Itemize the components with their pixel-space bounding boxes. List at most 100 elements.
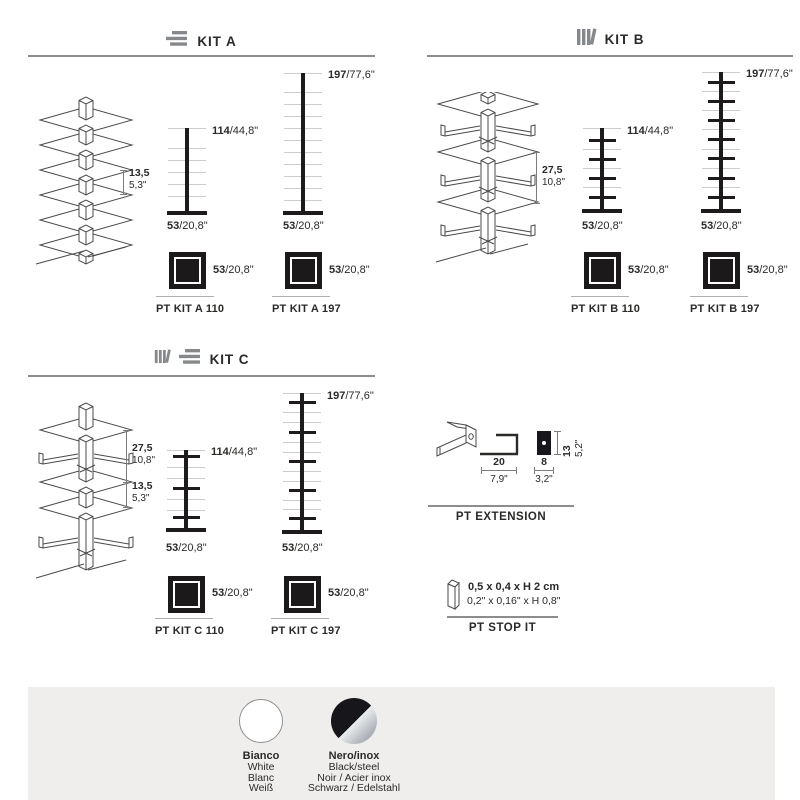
plate-size-label: 53/20,8" (747, 264, 788, 276)
extension-depth-in: 3,2" (535, 474, 553, 485)
product-name-rule (272, 296, 330, 297)
extension-width-in: 7,9" (490, 474, 508, 485)
extension-hole (542, 441, 546, 445)
kit-b-header: KIT B (427, 27, 793, 51)
plate-size-label: 53/20,8" (212, 587, 253, 599)
extension-height-dimension-line (554, 431, 561, 455)
product-name-rule (155, 618, 213, 619)
kit-c-header: KIT C (28, 347, 375, 371)
finish-translation: Schwarz / Edelstahl (307, 782, 401, 795)
product-name: PT KIT B 110 (571, 303, 641, 315)
pole-diagram-kit-b-197 (701, 72, 741, 213)
extension-profile-drawing (477, 429, 521, 464)
product-name-rule (690, 296, 748, 297)
kit-a-isometric-drawing (26, 94, 161, 274)
stacked-shelves-icon-small (178, 348, 203, 370)
kit-a-gap-cm: 13,5 (129, 167, 150, 179)
finish-label-bianco: Bianco White Blanc Weiß (211, 751, 311, 794)
base-plate-top-view (284, 576, 321, 613)
books-icon (576, 27, 598, 52)
finishes-panel: Bianco White Blanc Weiß Nero/inox Black/… (28, 687, 775, 800)
pole-diagram-kit-a-110 (167, 128, 207, 215)
height-label: 197/77,6" (328, 69, 375, 81)
base-width-label: 53/20,8" (701, 220, 742, 232)
kit-a-header: KIT A (28, 29, 375, 53)
kit-c-gap-dimension-midtick (123, 482, 130, 483)
extension-width-cm: 20 (493, 456, 505, 468)
kit-c-gap1-cm: 27,5 (132, 442, 153, 454)
stacked-shelves-icon (166, 30, 190, 52)
kit-c-gap2-cm: 13,5 (132, 480, 153, 492)
base-width-label: 53/20,8" (582, 220, 623, 232)
height-label: 114/44,8" (627, 125, 674, 137)
finish-name: Nero/inox (328, 750, 380, 762)
stop-it-name: PT STOP IT (468, 622, 537, 634)
base-width-label: 53/20,8" (167, 220, 208, 232)
product-name: PT KIT A 197 (272, 303, 341, 315)
base-plate-top-view (285, 252, 322, 289)
kit-b-title: KIT B (604, 31, 645, 47)
kit-b-isometric-drawing (430, 89, 545, 275)
finish-translation: Blanc (247, 771, 275, 784)
height-label: 114/44,8" (211, 446, 258, 458)
kit-b-gap-cm: 27,5 (542, 164, 563, 176)
product-name-rule (571, 296, 629, 297)
extension-width-dimension-line (481, 467, 517, 474)
stop-it-rule (447, 616, 558, 618)
kit-c-isometric-drawing (26, 400, 161, 593)
stop-it-size-in: 0,2" x 0,16" x H 0,8" (467, 595, 561, 607)
pole-diagram-kit-a-197 (283, 73, 323, 215)
kit-c-title: KIT C (209, 351, 250, 367)
plate-size-label: 53/20,8" (329, 264, 370, 276)
finish-name: Bianco (242, 750, 280, 762)
extension-front-view (537, 431, 551, 455)
base-width-label: 53/20,8" (166, 542, 207, 554)
plate-size-label: 53/20,8" (328, 587, 369, 599)
finish-label-nero-inox: Nero/inox Black/steel Noir / Acier inox … (294, 751, 414, 794)
plate-size-label: 53/20,8" (628, 264, 669, 276)
finish-translation: Black/steel (328, 760, 380, 773)
kit-a-gap-dimension-line (120, 170, 127, 195)
extension-height-cm: 13 (561, 445, 573, 457)
kit-c-gap2-in: 5,3" (132, 493, 150, 504)
kit-a-gap-in: 5,3" (129, 180, 147, 191)
kit-c-divider (28, 375, 375, 377)
extension-isometric-drawing (432, 417, 482, 472)
product-name: PT KIT B 197 (690, 303, 760, 315)
kit-c-gap-dimension-line (123, 430, 130, 508)
product-name-rule (156, 296, 214, 297)
finish-translation: Noir / Acier inox (317, 771, 391, 784)
base-plate-top-view (703, 252, 740, 289)
kit-c-gap1-in: 10,8" (132, 455, 156, 466)
base-width-label: 53/20,8" (283, 220, 324, 232)
product-name: PT KIT C 110 (155, 625, 225, 637)
pole-diagram-kit-c-197 (282, 393, 322, 534)
base-plate-top-view (584, 252, 621, 289)
extension-rule (428, 505, 574, 507)
stop-it-size-cm: 0,5 x 0,4 x H 2 cm (468, 581, 560, 593)
kit-b-gap-in: 10,8" (542, 177, 566, 188)
kit-a-divider (28, 55, 375, 57)
extension-height-labels: 13 5,2" (561, 429, 585, 457)
height-label: 114/44,8" (212, 125, 259, 137)
product-name: PT KIT A 110 (156, 303, 225, 315)
books-icon-small (154, 348, 172, 370)
plate-size-label: 53/20,8" (213, 264, 254, 276)
base-plate-top-view (168, 576, 205, 613)
product-name-rule (271, 618, 329, 619)
extension-depth-dimension-line (534, 467, 554, 474)
base-plate-top-view (169, 252, 206, 289)
finish-translation: Weiß (248, 782, 274, 795)
height-label: 197/77,6" (327, 390, 374, 402)
finish-translation: White (247, 760, 275, 773)
extension-name: PT EXTENSION (455, 511, 547, 523)
pole-diagram-kit-c-110 (166, 450, 206, 532)
extension-height-in: 5,2" (574, 439, 585, 457)
extension-depth-cm: 8 (541, 456, 547, 468)
kit-b-gap-dimension-line (533, 152, 540, 204)
finish-swatch-bianco (239, 699, 283, 743)
stop-it-isometric-drawing (445, 575, 465, 618)
product-name: PT KIT C 197 (271, 625, 341, 637)
kit-a-title: KIT A (197, 33, 237, 49)
